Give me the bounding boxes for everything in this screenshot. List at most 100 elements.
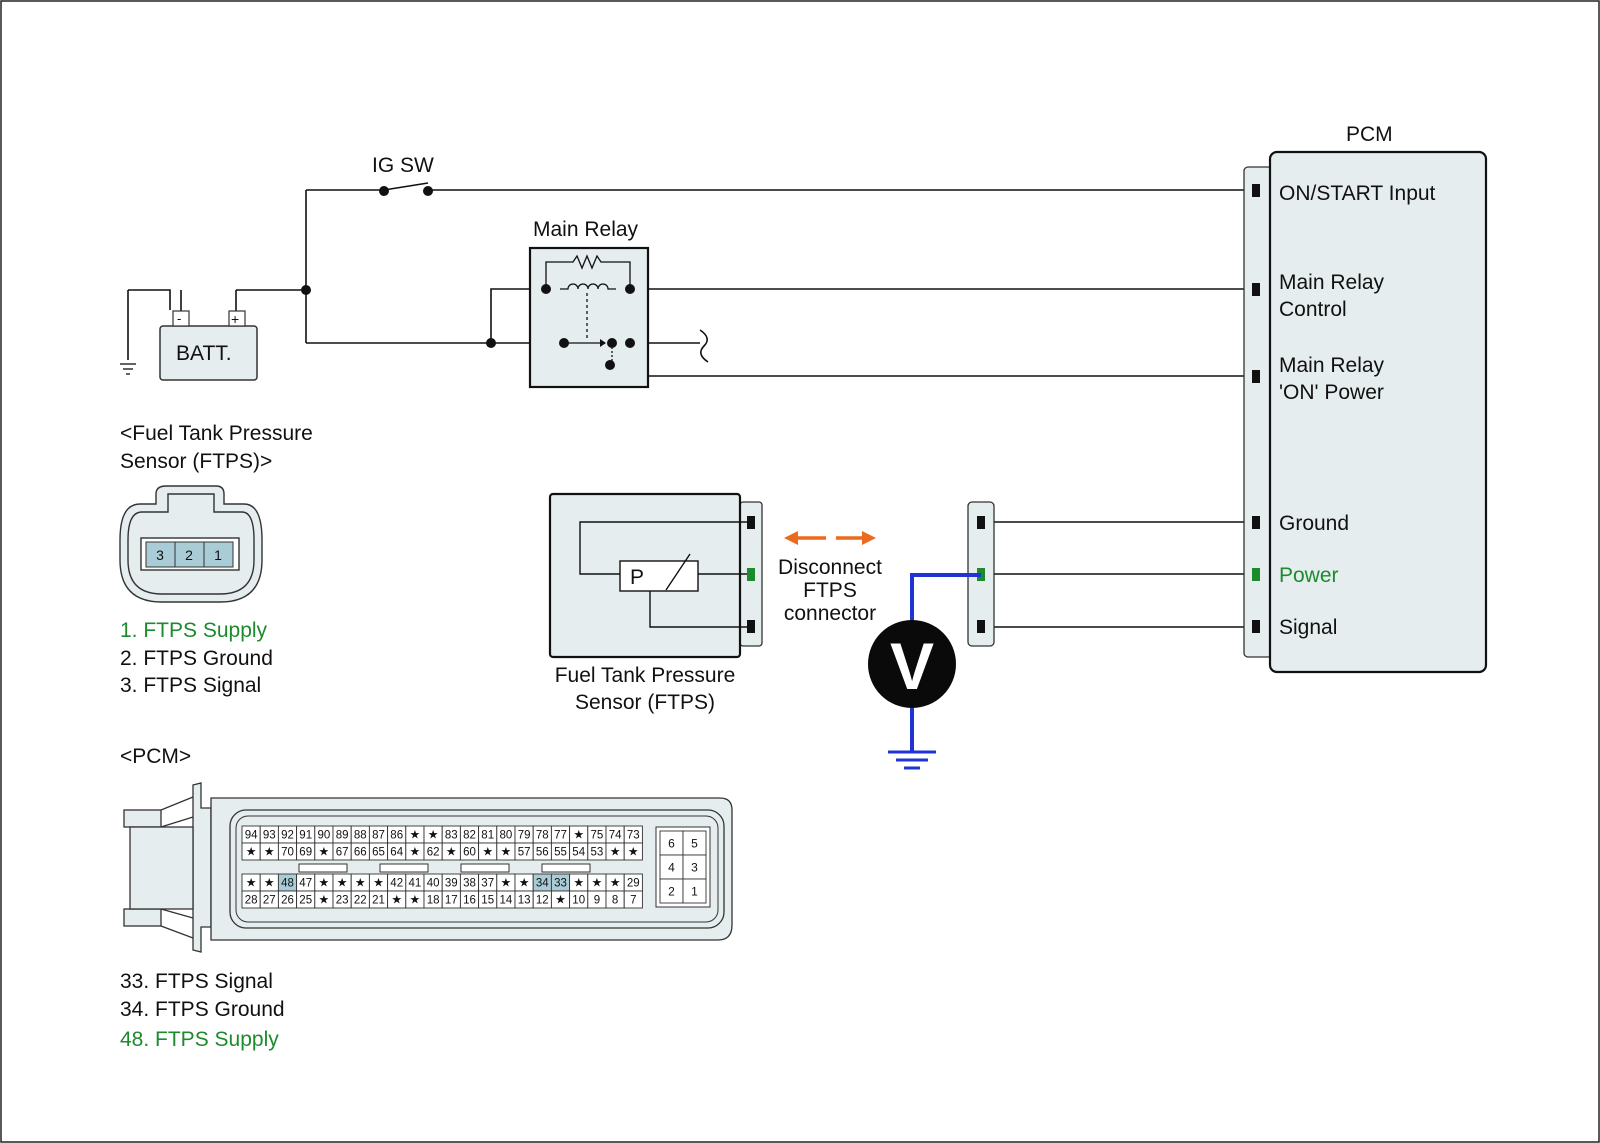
- sensor-symbol: P: [630, 566, 644, 589]
- pcm-pin-label: 56: [536, 847, 549, 859]
- pcm-pin-label: ★: [246, 876, 257, 890]
- wire-break-mark: [699, 329, 709, 363]
- pcm-pin-label: 78: [536, 830, 549, 842]
- pcm-connector-heading: <PCM>: [120, 745, 191, 768]
- pcm-pin-label: ★: [391, 893, 402, 907]
- pcm-pin-label: 29: [627, 878, 640, 890]
- pcm-pin-label: 14: [500, 895, 513, 907]
- pcm-term-relay-control-1: Main Relay: [1279, 271, 1385, 294]
- pcm-pin-label: ★: [610, 845, 621, 859]
- pcm-pin-label: 54: [572, 847, 585, 859]
- pcm-pin-label: 60: [463, 847, 476, 859]
- disconnect-note-2: FTPS: [803, 579, 857, 602]
- probe-wire-positive: [910, 573, 981, 622]
- pcm-pin-label: 93: [263, 830, 276, 842]
- pcm-pin-label: ★: [264, 876, 275, 890]
- pcm-pin-label: ★: [573, 876, 584, 890]
- pcm-small-pin-label: 6: [668, 837, 675, 851]
- ftps-pin-3: 3: [156, 547, 164, 563]
- voltmeter-symbol: V: [890, 629, 934, 703]
- pcm-pin-label: ★: [264, 845, 275, 859]
- pcm-pin-label: 33: [554, 878, 567, 890]
- pcm-term-ground: Ground: [1279, 512, 1349, 535]
- sensor-variable-arrow: [665, 553, 691, 591]
- pcm-pin-label: 38: [463, 878, 476, 890]
- pcm-pin-label: 77: [554, 830, 567, 842]
- pcm-pin-label: ★: [373, 876, 384, 890]
- pcm-pin-label: ★: [555, 893, 566, 907]
- pcm-small-pin-cell: [682, 878, 707, 904]
- pcm-pin-label: 67: [336, 847, 349, 859]
- pcm-pinlist-2: 34. FTPS Ground: [120, 998, 285, 1021]
- battery: - + BATT.: [159, 310, 258, 381]
- pcm-pin-label: 69: [299, 847, 312, 859]
- pcm-pin-label: ★: [519, 876, 530, 890]
- pcm-pin-label: 40: [427, 878, 440, 890]
- pcm-pin-label: ★: [319, 845, 330, 859]
- sensor-element: [619, 560, 699, 592]
- pcm-pin-label: 25: [299, 895, 312, 907]
- pcm-pin-cell: [623, 842, 643, 861]
- relay-resistor: [545, 254, 631, 289]
- pcm-pin-label: ★: [573, 828, 584, 842]
- battery-pos-sign: +: [231, 311, 239, 327]
- ftps-pin-2: 2: [185, 547, 193, 563]
- pcm-pin-label: ★: [410, 828, 421, 842]
- pcm-pin-label: 94: [245, 830, 258, 842]
- sensor-internal-wire-bottom: [649, 590, 748, 628]
- pcm-pin-label: 21: [372, 895, 385, 907]
- pcm-pin-label: 65: [372, 847, 385, 859]
- wire-relay-on-power: [630, 342, 1250, 377]
- pcm-box: [1268, 150, 1488, 674]
- pcm-pin-label: 37: [481, 878, 494, 890]
- pcm-pin-label: 92: [281, 830, 294, 842]
- battery-label: BATT.: [176, 342, 232, 365]
- batt-ground-symbol: [120, 363, 136, 375]
- sensor-internal-wire-top: [579, 521, 748, 575]
- pcm-pin-label: 41: [409, 878, 422, 890]
- pcm-pin-label: 9: [594, 895, 600, 907]
- pcm-pin-label: 12: [536, 895, 549, 907]
- disconnect-note-1: Disconnect: [778, 556, 882, 579]
- pcm-pinlist-3: 48. FTPS Supply: [120, 1028, 279, 1051]
- pcm-pin-cell: [623, 890, 643, 909]
- pcm-pin-label: 57: [518, 847, 531, 859]
- pcm-pin-label: 8: [612, 895, 618, 907]
- pcm-pin-label: 42: [390, 878, 403, 890]
- pcm-small-pin-label: 1: [691, 885, 698, 899]
- ftps-sensor: P Fuel Tank Pressure Sensor (FTPS): [548, 492, 763, 714]
- sensor-caption-2: Sensor (FTPS): [575, 691, 715, 714]
- battery-neg-sign: -: [177, 311, 181, 326]
- pcm-pin-label: 18: [427, 895, 440, 907]
- probe-ground-symbol: [888, 750, 936, 770]
- ftps-heading-1: <Fuel Tank Pressure: [120, 422, 313, 445]
- pcm-pin-label: 27: [263, 895, 276, 907]
- pcm-pin-label: 10: [572, 895, 585, 907]
- main-relay-box: [528, 246, 650, 389]
- pcm-pin-label: ★: [592, 876, 603, 890]
- battery-body: [159, 325, 258, 381]
- pcm-pin-label: ★: [337, 876, 348, 890]
- pcm-pin-label: ★: [610, 876, 621, 890]
- pcm-pin-label: ★: [482, 845, 493, 859]
- pcm-small-pin-label: 2: [668, 885, 675, 899]
- pcm-pin-label: 79: [518, 830, 531, 842]
- wire-batt-negative: [128, 289, 171, 310]
- pcm-pin-label: 83: [445, 830, 458, 842]
- voltmeter: V: [868, 573, 981, 770]
- pcm-term-relay-control-2: Control: [1279, 298, 1347, 321]
- main-relay-label: Main Relay: [533, 218, 639, 241]
- pcm-pin-label: 23: [336, 895, 349, 907]
- junction-dots: [301, 186, 496, 348]
- pcm-pin-label: 70: [281, 847, 294, 859]
- pcm-pin-label: 15: [481, 895, 494, 907]
- pcm-pin-label: 82: [463, 830, 476, 842]
- pcm-pin-label: 39: [445, 878, 458, 890]
- pcm-term-signal: Signal: [1279, 616, 1337, 639]
- battery-neg-terminal: [172, 310, 190, 327]
- pcm-pin-label: 48: [281, 878, 294, 890]
